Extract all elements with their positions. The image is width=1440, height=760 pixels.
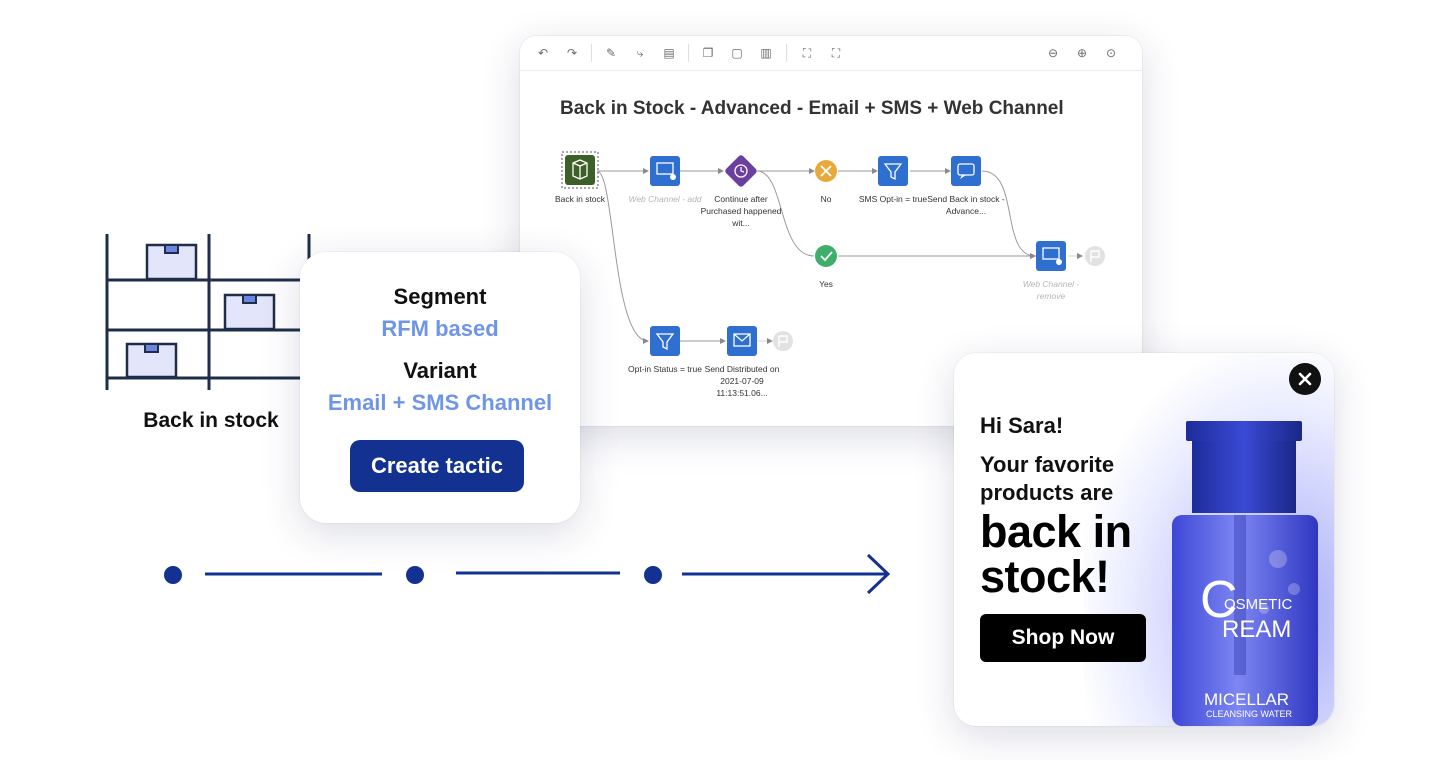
redo-icon[interactable]: ↷: [566, 46, 578, 60]
sms-optin-filter-node[interactable]: [878, 156, 908, 186]
svg-text:CLEANSING WATER: CLEANSING WATER: [1206, 709, 1293, 719]
delete-icon[interactable]: ▥: [760, 46, 772, 60]
arrow-head-icon: [866, 553, 891, 595]
close-icon: [1298, 372, 1312, 386]
send-back-in-stock-node[interactable]: [951, 156, 981, 186]
promo-popup: C OSMETIC REAM MICELLAR CLEANSING WATER …: [954, 353, 1334, 726]
svg-text:REAM: REAM: [1222, 616, 1291, 643]
svg-text:C: C: [1200, 571, 1238, 629]
trigger-node[interactable]: [561, 151, 599, 189]
svg-text:MICELLAR: MICELLAR: [1204, 690, 1289, 709]
box-icon: [125, 342, 178, 379]
workflow-canvas: [561, 151, 1105, 356]
zoom-in-icon[interactable]: ⊕: [1076, 46, 1088, 60]
timeline-dot: [644, 566, 662, 584]
web-channel-remove-label: Web Channel - remove: [1022, 279, 1080, 301]
close-button[interactable]: [1289, 363, 1321, 395]
variant-value: Email + SMS Channel: [327, 390, 553, 415]
cosmetic-bottle-image: C OSMETIC REAM MICELLAR CLEANSING WATER: [1172, 421, 1318, 726]
yes-branch-node[interactable]: [815, 245, 837, 267]
web-channel-add-label: Web Channel - add: [628, 194, 702, 204]
promo-subtitle: Your favorite products are: [980, 452, 1115, 505]
comment-icon[interactable]: ▤: [663, 46, 675, 60]
segment-value: RFM based: [381, 316, 499, 341]
workflow-toolbar: ↶ ↷ ✎ ⤷ ▤ ❐ ▢ ▥ ⛶ ⛶ ⊖ ⊕ ⊙: [520, 36, 1142, 71]
pencil-icon[interactable]: ✎: [605, 46, 617, 60]
optin-status-filter-node[interactable]: [650, 326, 680, 356]
trigger-label: Back in stock: [554, 194, 606, 204]
web-channel-add-node[interactable]: [650, 156, 680, 186]
send-distributed-label: Send Distributed on 2021-07-09 11:13:51.…: [704, 364, 780, 398]
no-branch-node[interactable]: [815, 160, 837, 182]
group-icon[interactable]: ⛶: [802, 46, 812, 60]
shelf-label: Back in stock: [143, 409, 279, 432]
workflow-edges: [596, 168, 1083, 344]
create-tactic-button[interactable]: Create tactic: [350, 440, 524, 492]
continue-decision-node[interactable]: [724, 154, 758, 188]
optin-status-label: Opt-in Status = true: [628, 364, 702, 374]
timeline: [164, 553, 891, 595]
no-label: No: [820, 194, 832, 204]
shop-now-button[interactable]: Shop Now: [980, 614, 1146, 662]
continue-label: Continue after Purchased happened wit...: [700, 194, 782, 228]
web-channel-remove-node[interactable]: [1036, 241, 1066, 271]
zoom-reset-icon[interactable]: ⊙: [1105, 46, 1117, 60]
promo-greeting: Hi Sara!: [980, 413, 1064, 438]
timeline-dot: [164, 566, 182, 584]
undo-icon[interactable]: ↶: [537, 46, 549, 60]
send-distributed-node[interactable]: [727, 326, 757, 356]
promo-headline: back in stock!: [980, 506, 1132, 602]
workflow-title: Back in Stock - Advanced - Email + SMS +…: [560, 98, 1064, 119]
send-back-label: Send Back in stock - Advance...: [927, 194, 1005, 216]
paste-icon[interactable]: ▢: [731, 46, 743, 60]
box-icon: [145, 243, 198, 281]
svg-text:OSMETIC: OSMETIC: [1224, 596, 1293, 613]
variant-heading: Variant: [403, 358, 477, 383]
timeline-dot: [406, 566, 424, 584]
box-icon: [223, 293, 276, 331]
shelf-illustration: [105, 234, 311, 390]
zoom-out-icon[interactable]: ⊖: [1047, 46, 1059, 60]
end-flag-icon: [1085, 246, 1105, 266]
tactic-card: Segment RFM based Variant Email + SMS Ch…: [300, 252, 580, 523]
sms-optin-label: SMS Opt-in = true: [858, 194, 928, 204]
connector-icon[interactable]: ⤷: [636, 46, 644, 60]
yes-label: Yes: [819, 279, 833, 289]
copy-icon[interactable]: ❐: [702, 46, 714, 60]
end-flag-icon: [773, 331, 793, 351]
segment-heading: Segment: [393, 284, 487, 309]
ungroup-icon[interactable]: ⛶: [831, 46, 841, 60]
